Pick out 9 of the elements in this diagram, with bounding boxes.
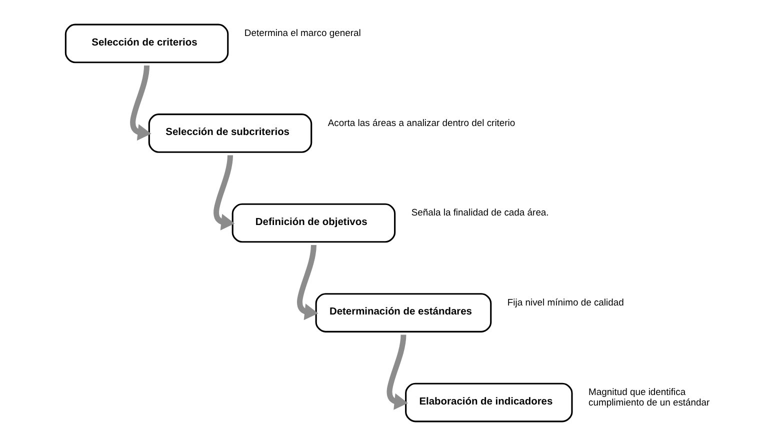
node-label: Magnitud que identifica cumplimiento de un estándar (588, 387, 710, 408)
arrow (386, 334, 408, 410)
node-label: Fija nivel mínimo de calidad (507, 297, 624, 308)
node-label: Señala la finalidad de cada área. (411, 208, 549, 219)
arrow (297, 244, 318, 320)
node-label: Acorta las áreas a analizar dentro del criterio (328, 118, 516, 129)
arrow (214, 155, 235, 230)
node-label: Determina el marco general (244, 28, 361, 40)
arrow (130, 65, 152, 141)
